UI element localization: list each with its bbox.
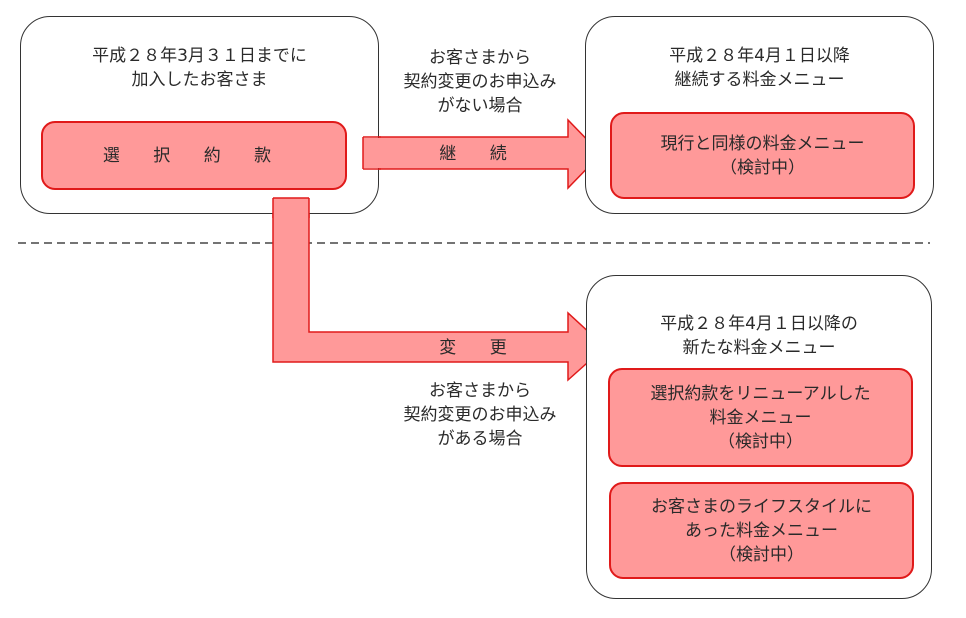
current-menu-box: 現行と同様の料金メニュー （検討中） — [610, 112, 915, 199]
change-arrow-label: 変 更 — [439, 338, 521, 358]
condition-line: お客さまから — [429, 48, 531, 68]
title-line: 平成２８年4月１日以降の — [660, 314, 858, 334]
menu-line: お客さまのライフスタイルに — [651, 496, 872, 517]
condition-line: がない場合 — [437, 96, 523, 116]
continue-condition: お客さまから 契約変更のお申込み がない場合 — [380, 46, 580, 118]
lifestyle-menu-box: お客さまのライフスタイルに あった料金メニュー （検討中） — [609, 482, 914, 579]
menu-line: 選択約款をリニューアルした — [650, 383, 871, 404]
menu-line: （検討中） — [718, 431, 803, 452]
title-line: 継続する料金メニュー — [674, 70, 845, 90]
new-menu-title: 平成２８年4月１日以降の 新たな料金メニュー — [586, 312, 932, 360]
selective-contract-label: 選 択 約 款 — [102, 145, 286, 166]
condition-line: お客さまから — [429, 381, 531, 401]
menu-line: あった料金メニュー — [685, 520, 838, 541]
menu-line: 現行と同様の料金メニュー — [660, 133, 865, 154]
change-condition: お客さまから 契約変更のお申込み がある場合 — [380, 379, 580, 451]
renewed-menu-box: 選択約款をリニューアルした 料金メニュー （検討中） — [608, 368, 913, 467]
continuing-menu-title: 平成２８年4月１日以降 継続する料金メニュー — [585, 44, 934, 92]
existing-customers-title: 平成２８年3月３１日までに 加入したお客さま — [20, 44, 379, 92]
continue-arrow-label: 継 続 — [439, 144, 521, 164]
title-line: 平成２８年3月３１日までに — [92, 46, 307, 66]
menu-line: 料金メニュー — [709, 407, 812, 428]
condition-line: 契約変更のお申込み — [403, 72, 557, 92]
title-line: 平成２８年4月１日以降 — [669, 46, 850, 66]
selective-contract-box: 選 択 約 款 — [41, 121, 347, 190]
menu-line: （検討中） — [720, 157, 805, 178]
title-line: 新たな料金メニュー — [682, 338, 836, 358]
continue-arrow — [362, 118, 603, 190]
title-line: 加入したお客さま — [131, 70, 268, 90]
condition-line: がある場合 — [437, 429, 523, 449]
condition-line: 契約変更のお申込み — [403, 405, 557, 425]
menu-line: （検討中） — [719, 544, 804, 565]
